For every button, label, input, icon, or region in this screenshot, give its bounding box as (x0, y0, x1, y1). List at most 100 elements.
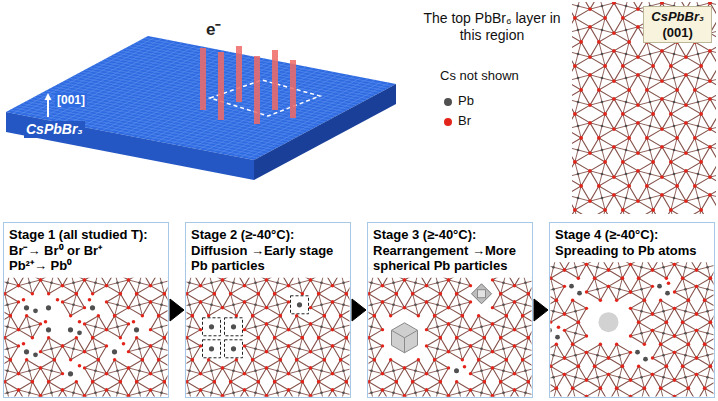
br-atom (105, 328, 108, 331)
pb-atom (625, 53, 628, 56)
br-atom (149, 372, 152, 375)
br-atom (301, 292, 304, 295)
br-atom (91, 336, 94, 339)
octahedron-edge (311, 338, 333, 360)
pbbr6-octahedron (708, 88, 716, 115)
pb-br-bond (344, 294, 347, 305)
pb-br-bond (96, 360, 99, 371)
pb-atom (673, 77, 676, 80)
pb-br-bond (256, 393, 267, 396)
pbbr6-octahedron (265, 314, 290, 339)
pb-br-bond (256, 349, 267, 352)
br-atom (417, 358, 420, 361)
pb-br-bond (671, 150, 674, 162)
br-atom (447, 278, 450, 281)
octahedron-edge (572, 186, 590, 210)
pbbr6-octahedron (572, 64, 592, 91)
pb-br-bond (267, 305, 278, 308)
pb-br-bond (341, 360, 344, 371)
octahedron-edge (638, 210, 662, 214)
br-atom (588, 151, 591, 154)
pbbr6-octahedron (265, 292, 290, 317)
pbbr6-octahedron (513, 292, 532, 317)
br-atom (597, 40, 600, 43)
br-atom (345, 380, 348, 383)
pb-br-bond (5, 294, 8, 305)
pb-br-bond (686, 123, 698, 126)
pbbr6-octahedron (105, 380, 130, 396)
br-atom (287, 372, 290, 375)
br-atom (447, 322, 450, 325)
pb-br-bond (578, 138, 581, 150)
br-atom (25, 314, 28, 317)
pb-br-bond (602, 114, 605, 126)
pb-atom (116, 369, 119, 372)
pb-atom (625, 101, 628, 104)
pb-br-bond (614, 51, 626, 54)
pb-atom (276, 347, 279, 350)
pbbr6-octahedron (127, 278, 152, 296)
br-atom (157, 358, 160, 361)
br-atom (660, 145, 663, 148)
pbbr6-octahedron (199, 292, 224, 317)
br-atom (309, 278, 312, 281)
pb-br-bond (435, 349, 438, 360)
pb-br-bond (626, 90, 629, 102)
pb-atom (232, 391, 235, 394)
pb-br-bond (578, 186, 581, 198)
pb-br-bond (190, 360, 193, 371)
pbbr6-octahedron (369, 278, 385, 296)
pb-br-bond (5, 382, 8, 393)
pbbr6-octahedron (403, 278, 428, 296)
br-atom (105, 328, 108, 331)
pb-br-bond (19, 390, 30, 393)
pbbr6-octahedron (149, 278, 168, 296)
br-atom (141, 358, 144, 361)
octahedron-edge (311, 294, 333, 316)
pb-atom (254, 303, 257, 306)
octahedron-edge (662, 138, 686, 162)
pb-br-bond (647, 126, 650, 138)
pb-br-bond (333, 327, 344, 330)
pb-atom (342, 347, 345, 350)
pb-atom (94, 347, 97, 350)
br-atom (588, 103, 591, 106)
pb-atom (370, 303, 373, 306)
br-atom (97, 358, 100, 361)
pb-br-bond (504, 283, 515, 286)
br-atom (61, 300, 64, 303)
pb-br-bond (599, 138, 602, 150)
br-atom (287, 344, 290, 347)
br-atom (669, 64, 672, 67)
br-atom (499, 336, 502, 339)
pb-br-bond (413, 283, 416, 294)
pb-br-bond (686, 54, 698, 57)
br-atom (389, 314, 392, 317)
pb-br-bond (623, 6, 626, 18)
br-atom (675, 88, 678, 91)
br-atom (91, 380, 94, 383)
br-atom (243, 372, 246, 375)
br-atom (381, 388, 384, 391)
pb-br-bond (300, 283, 303, 294)
br-atom (17, 388, 20, 391)
pb-atom (188, 347, 191, 350)
pb-br-bond (27, 360, 30, 371)
octahedron-edge (129, 278, 151, 294)
pb-br-bond (650, 54, 653, 66)
br-atom (395, 380, 398, 383)
br-atom (684, 169, 687, 172)
pbbr6-octahedron (331, 380, 350, 396)
pb-br-bond (623, 66, 626, 78)
octahedron-edge (63, 382, 85, 397)
br-atom (469, 300, 472, 303)
pb-br-bond (372, 349, 375, 360)
br-atom (573, 160, 576, 163)
octahedron-edge (590, 162, 614, 186)
pb-br-bond (695, 174, 698, 186)
pbbr6-octahedron (588, 64, 615, 91)
pb-br-bond (234, 283, 245, 286)
br-atom (373, 358, 376, 361)
pb-br-bond (695, 90, 698, 102)
pb-br-bond (190, 305, 193, 316)
